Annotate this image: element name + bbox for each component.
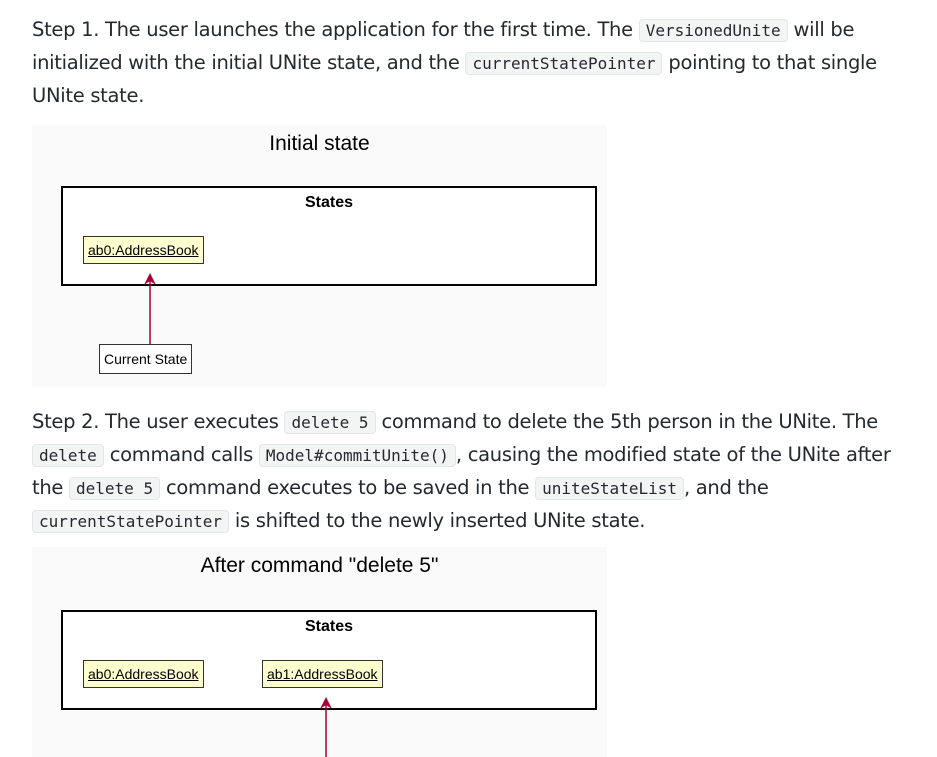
states-frame-label: States [304, 194, 354, 211]
step1-paragraph: Step 1. The user launches the applicatio… [32, 14, 912, 112]
code-current-state-pointer-2: currentStatePointer [32, 510, 230, 533]
code-delete: delete [32, 444, 104, 467]
pointer-arrow [320, 697, 332, 757]
code-delete-5: delete 5 [284, 411, 376, 434]
code-unite-state-list: uniteStateList [535, 477, 684, 500]
code-delete-5-second: delete 5 [69, 477, 161, 500]
step2-text-4: , causing the modified state of the UNit… [32, 443, 891, 499]
step2-text-2: command to delete the 5th person in the … [375, 410, 878, 433]
step2-text-7: is shifted to the newly inserted UNite s… [229, 509, 646, 532]
states-frame-label: States [304, 618, 354, 635]
after-delete-diagram: After command "delete 5" States ab0:Addr… [32, 547, 607, 757]
step2-text-1: Step 2. The user executes [32, 410, 285, 433]
initial-state-diagram: Initial state States ab0:AddressBook Cur… [32, 125, 607, 387]
object-ab0-addressbook: ab0:AddressBook [83, 660, 204, 688]
code-commit-unite: Model#commitUnite() [258, 444, 456, 467]
step1-text-1: Step 1. The user launches the applicatio… [32, 18, 639, 41]
object-ab1-addressbook: ab1:AddressBook [262, 660, 383, 688]
pointer-arrow [144, 273, 156, 345]
code-versioned-unite: VersionedUnite [638, 19, 788, 42]
step2-paragraph: Step 2. The user executes delete 5 comma… [32, 406, 912, 538]
current-state-label: Current State [99, 344, 193, 374]
states-frame: States ab0:AddressBook ab1:AddressBook [61, 610, 597, 710]
step1-text-2: will be initialized with the initial UNi… [32, 18, 855, 74]
diagram-title: Initial state [269, 132, 370, 155]
states-frame: States ab0:AddressBook [61, 186, 597, 286]
code-current-state-pointer: currentStatePointer [465, 52, 663, 75]
step2-text-6: , and the [683, 476, 769, 499]
step1-text-3: pointing to that single UNite state. [32, 51, 877, 107]
step2-text-3: command calls [103, 443, 259, 466]
diagram-title: After command "delete 5" [200, 554, 439, 577]
object-ab0-addressbook: ab0:AddressBook [83, 236, 204, 264]
step2-text-5: command executes to be saved in the [160, 476, 536, 499]
